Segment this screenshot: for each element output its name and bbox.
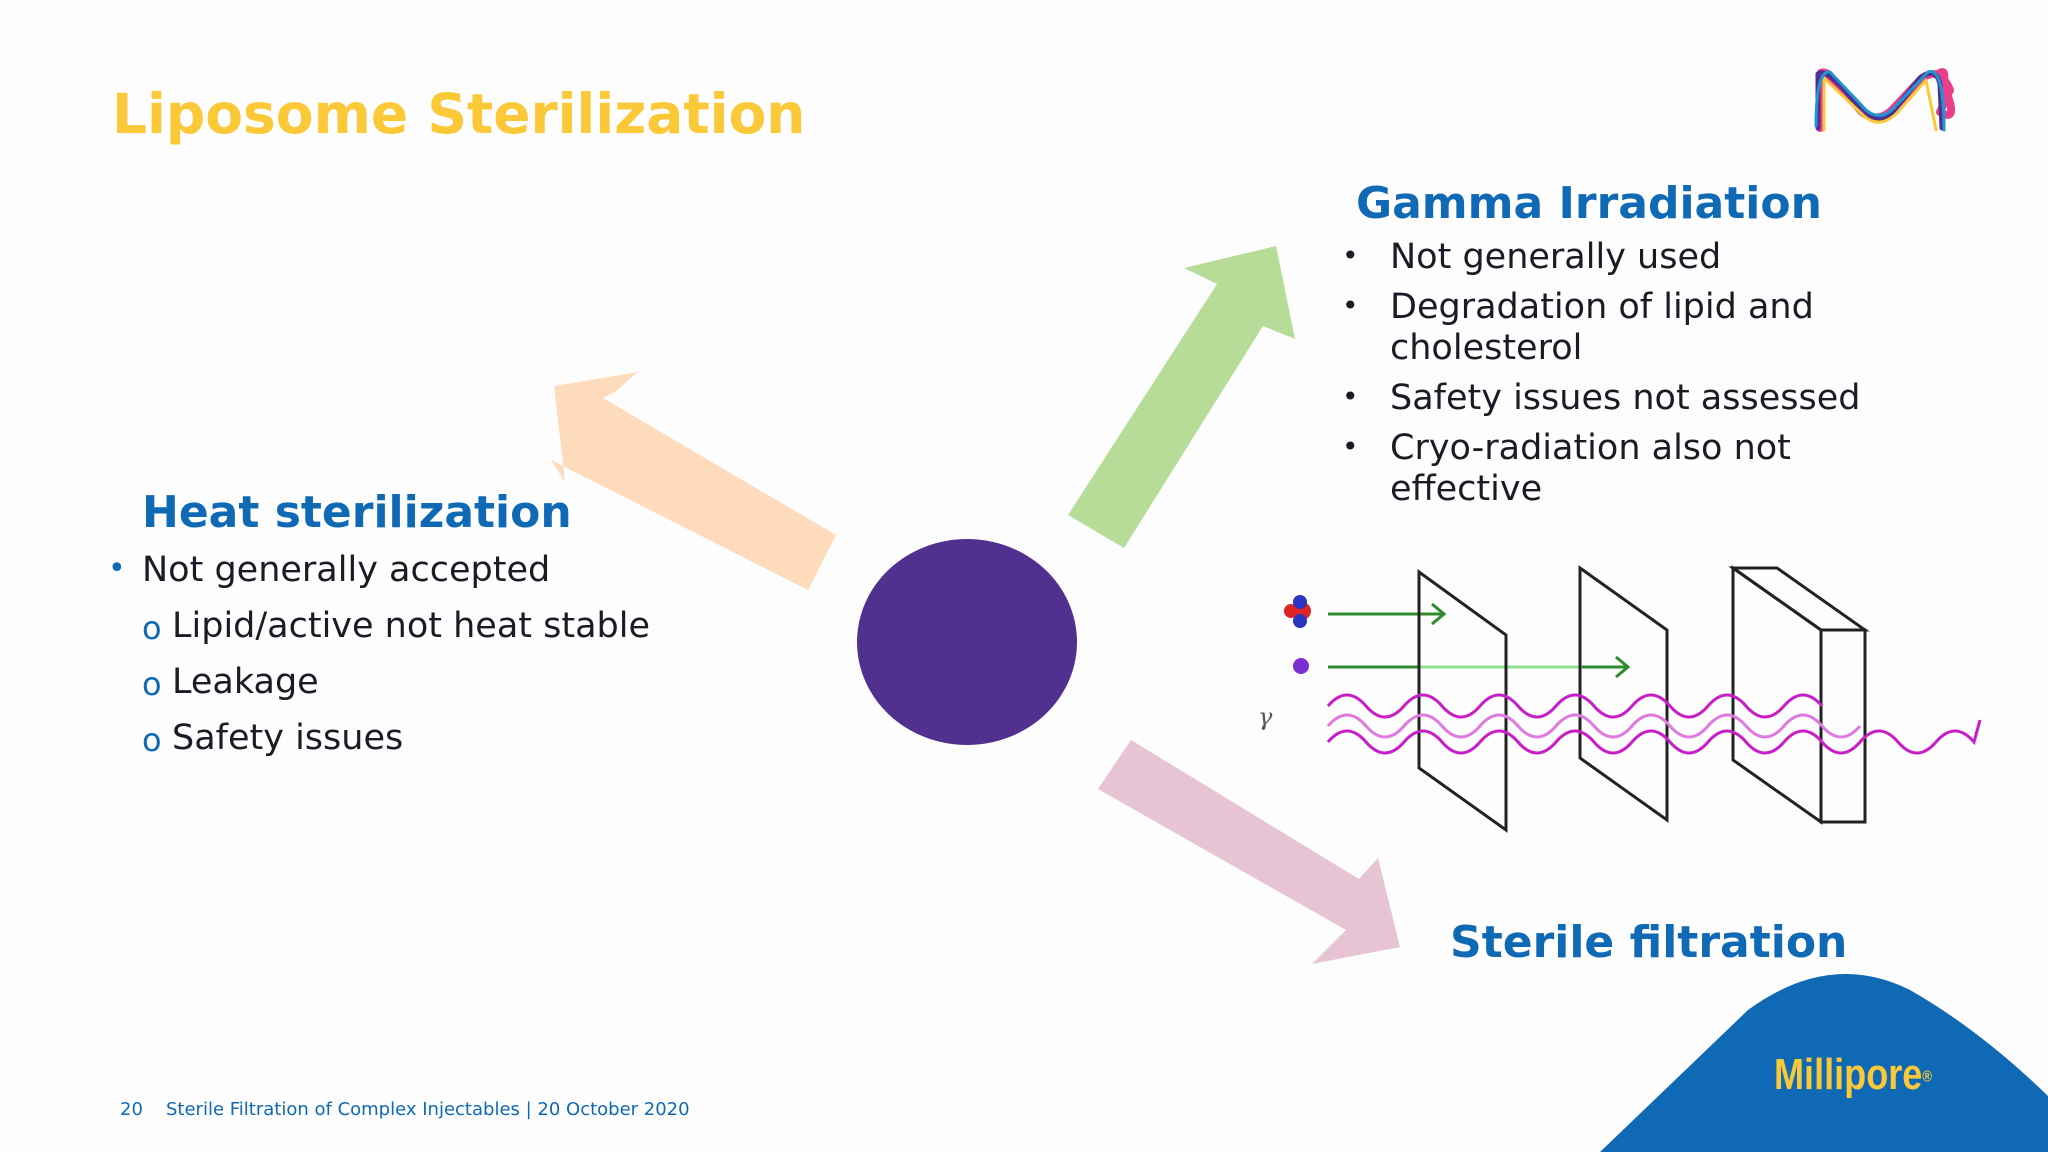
page-number: 20 bbox=[120, 1099, 143, 1120]
liposome-circle bbox=[857, 539, 1077, 745]
merck-logo-icon bbox=[1814, 68, 1955, 132]
gamma-points: •Not generally used •Degradation of lipi… bbox=[1342, 237, 1861, 519]
gamma-symbol: γ bbox=[1258, 703, 1273, 731]
heat-points: •Not generally accepted bbox=[108, 550, 551, 606]
arrow-filtration bbox=[1098, 740, 1400, 964]
heat-heading: Heat sterilization bbox=[142, 487, 572, 538]
footer-text: Sterile Filtration of Complex Injectable… bbox=[166, 1099, 690, 1120]
gamma-point: •Not generally used bbox=[1342, 237, 1722, 277]
filtration-heading: Sterile filtration bbox=[1450, 917, 1848, 968]
slide-title: Liposome Sterilization bbox=[112, 82, 806, 146]
brand-corner-shape bbox=[1600, 974, 2048, 1152]
arrow-gamma bbox=[1068, 246, 1295, 548]
radiation-penetration-diagram bbox=[1284, 565, 1982, 833]
heat-main-point: •Not generally accepted bbox=[108, 550, 551, 590]
gamma-heading: Gamma Irradiation bbox=[1356, 178, 1822, 229]
brand-logo-text: Millipore® bbox=[1774, 1050, 1933, 1099]
gamma-point: •Safety issues not assessed bbox=[1342, 378, 1861, 418]
